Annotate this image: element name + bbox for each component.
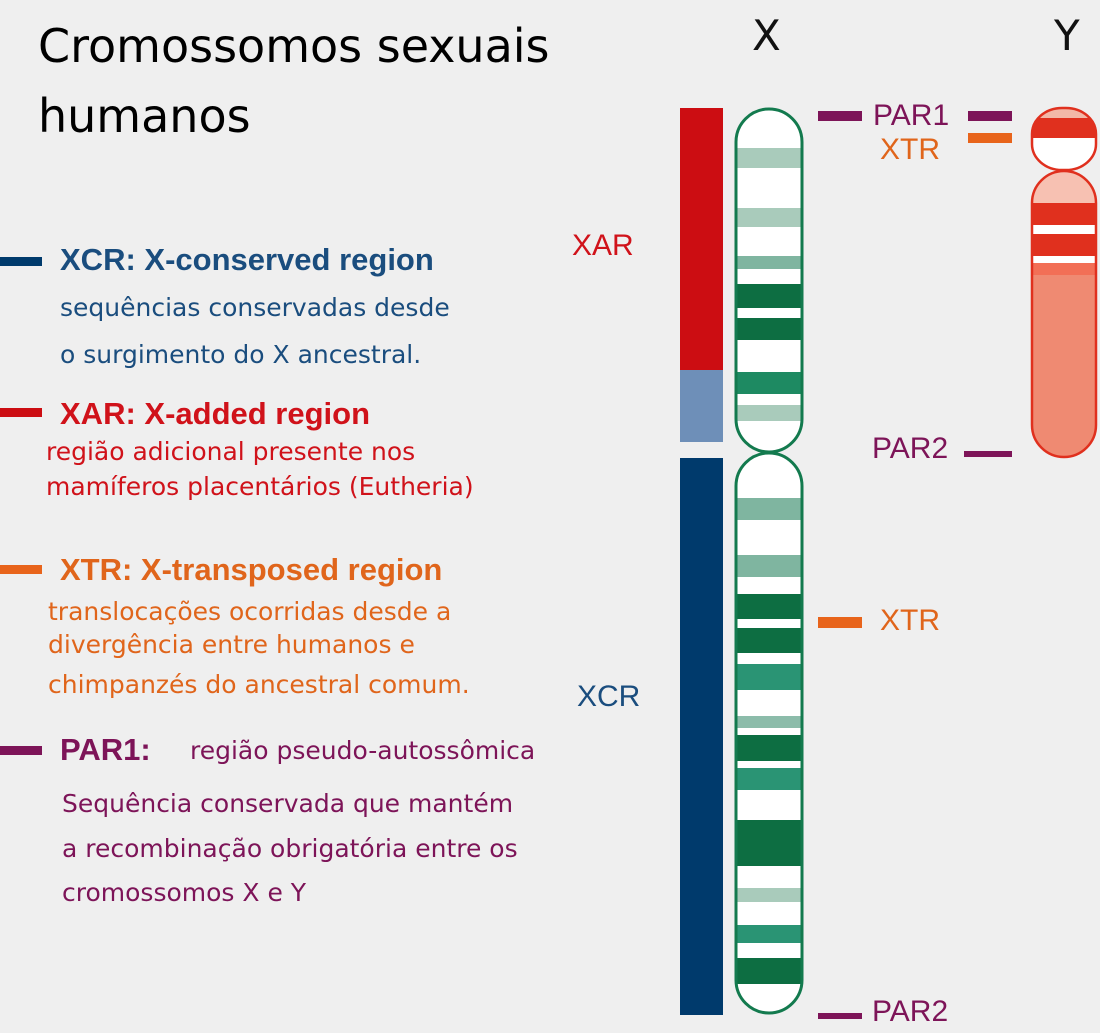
xtr-legend-line-3: chimpanzés do ancestral comum. <box>48 670 470 699</box>
y-par1-marker <box>968 111 1012 121</box>
xtr-legend-heading: XTR: X-transposed region <box>60 552 443 587</box>
xtr-legend-swatch <box>0 565 42 574</box>
y-chromosome-q-outline <box>1030 169 1098 459</box>
xar-legend-swatch <box>0 408 42 417</box>
x-xtr-mid-marker <box>818 617 862 628</box>
xtr-region-bar <box>680 370 723 442</box>
par1-legend-inline: região pseudo-autossômica <box>190 736 536 765</box>
xtr-legend-line-1: translocações ocorridas desde a <box>48 597 452 626</box>
xcr-region-label: XCR <box>577 680 641 713</box>
xar-legend-line-1: região adicional presente nos <box>46 437 416 466</box>
x-par2-label: PAR2 <box>872 995 949 1028</box>
x-xtr-mid-label: XTR <box>880 604 940 637</box>
par1-legend-line-3: cromossomos X e Y <box>62 878 307 907</box>
y-chromosome-p-arm <box>1032 108 1096 170</box>
xcr-legend-heading: XCR: X-conserved region <box>60 242 434 277</box>
par1-legend-line-2: a recombinação obrigatória entre os <box>62 834 518 863</box>
y-par2-marker <box>964 451 1012 457</box>
xcr-legend-swatch <box>0 257 42 266</box>
xar-legend-line-2: mamíferos placentários (Eutheria) <box>46 472 474 501</box>
xcr-legend-line-1: sequências conservadas desde <box>60 293 450 322</box>
x-chromosome-q-outline <box>734 451 804 1015</box>
x-xtr-top-label: XTR <box>880 133 940 166</box>
page-title: Cromossomos sexuais humanos <box>38 18 550 144</box>
xar-region-bar <box>680 108 723 370</box>
x-chromosome-letter: X <box>752 11 781 60</box>
x-par1-marker <box>818 111 862 121</box>
x-par1-label: PAR1 <box>873 99 950 132</box>
xtr-legend-line-2: divergência entre humanos e <box>48 630 415 659</box>
y-par2-label: PAR2 <box>872 432 949 465</box>
title-line-2: humanos <box>38 89 251 143</box>
x-chromosome-p-arm <box>736 109 802 452</box>
par1-legend-line-1: Sequência conservada que mantém <box>62 789 514 818</box>
xar-region-label: XAR <box>572 229 634 262</box>
par1-legend-heading: PAR1: <box>60 732 151 767</box>
x-par2-marker <box>818 1013 862 1019</box>
xcr-region-bar <box>680 458 723 1015</box>
par1-legend-swatch <box>0 746 42 755</box>
y-chromosome-q-arm <box>1032 171 1096 457</box>
y-xtr-marker <box>968 133 1012 143</box>
x-chromosome-q-arm <box>736 453 802 1013</box>
title-line-1: Cromossomos sexuais <box>38 19 550 73</box>
y-chromosome-letter: Y <box>1054 11 1080 60</box>
xar-legend-heading: XAR: X-added region <box>60 396 371 431</box>
xcr-legend-line-2: o surgimento do X ancestral. <box>60 340 422 369</box>
